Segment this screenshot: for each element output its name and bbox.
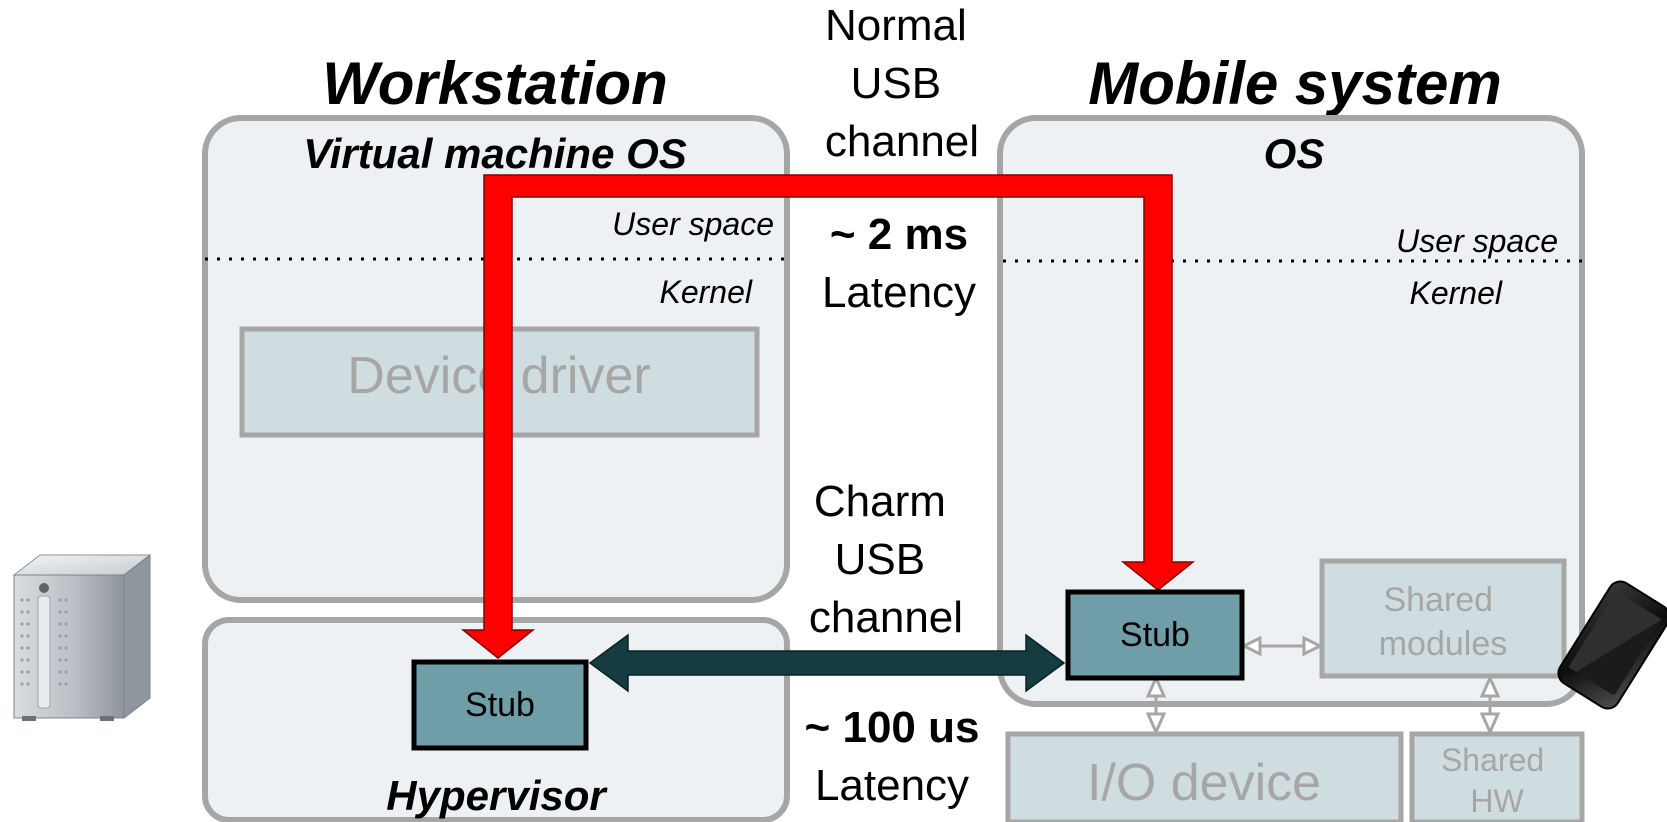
normal-latency-value: ~ 2 ms: [830, 210, 968, 259]
charm-usb-channel-arrow: [588, 633, 1066, 693]
mobile-stub-box: [1065, 589, 1245, 681]
stub-shared-modules-double-arrow: [1240, 635, 1324, 657]
workstation-stub-box: [411, 659, 589, 751]
mobile-kernel-label: Kernel: [1410, 275, 1503, 311]
workstation-user-space-label: User space: [612, 206, 774, 242]
stub-io-device-double-arrow: [1145, 674, 1167, 736]
charm-latency-value: ~ 100 us: [805, 703, 980, 752]
mobile-system-heading: Mobile system: [1088, 50, 1501, 117]
shared-hw-label: Shared HW: [1441, 742, 1553, 819]
normal-latency-label: Latency: [822, 268, 976, 317]
workstation-heading: Workstation: [322, 50, 668, 117]
mobile-stub-label: Stub: [1120, 616, 1190, 654]
shared-modules-hw-double-arrow: [1479, 674, 1501, 736]
normal-usb-channel-path: [460, 174, 1196, 659]
io-device-box: [1005, 731, 1404, 822]
normal-channel-label-line2: USB: [851, 59, 941, 108]
charm-channel-label-line2: USB: [835, 535, 925, 584]
charm-channel-label-line3: channel: [809, 593, 963, 642]
shared-modules-box: [1319, 558, 1567, 679]
shared-modules-label: Shared modules: [1379, 581, 1508, 663]
charm-channel-label: Charm USB channel: [809, 477, 963, 642]
io-device-label: I/O device: [1087, 754, 1321, 812]
charm-latency-label: Latency: [815, 761, 969, 810]
workstation-kernel-label: Kernel: [660, 274, 753, 310]
normal-channel-label: Normal USB channel: [825, 1, 979, 166]
mobile-user-space-label: User space: [1396, 223, 1558, 259]
workstation-tower-icon: [12, 553, 152, 721]
shared-hw-label-line1: Shared: [1441, 742, 1544, 778]
workstation-stub-label: Stub: [465, 686, 535, 724]
normal-channel-label-line1: Normal: [825, 1, 967, 50]
shared-modules-label-line2: modules: [1379, 625, 1508, 663]
vm-os-title: Virtual machine OS: [303, 130, 687, 177]
normal-channel-label-line3: channel: [825, 117, 979, 166]
shared-modules-label-line1: Shared: [1383, 581, 1493, 619]
mobile-os-title: OS: [1264, 130, 1325, 177]
shared-hw-box: [1409, 731, 1585, 822]
charm-channel-label-line1: Charm: [814, 477, 946, 526]
hypervisor-title: Hypervisor: [386, 772, 608, 819]
shared-hw-label-line2: HW: [1470, 783, 1524, 819]
mobile-phone-icon: [1557, 580, 1667, 710]
